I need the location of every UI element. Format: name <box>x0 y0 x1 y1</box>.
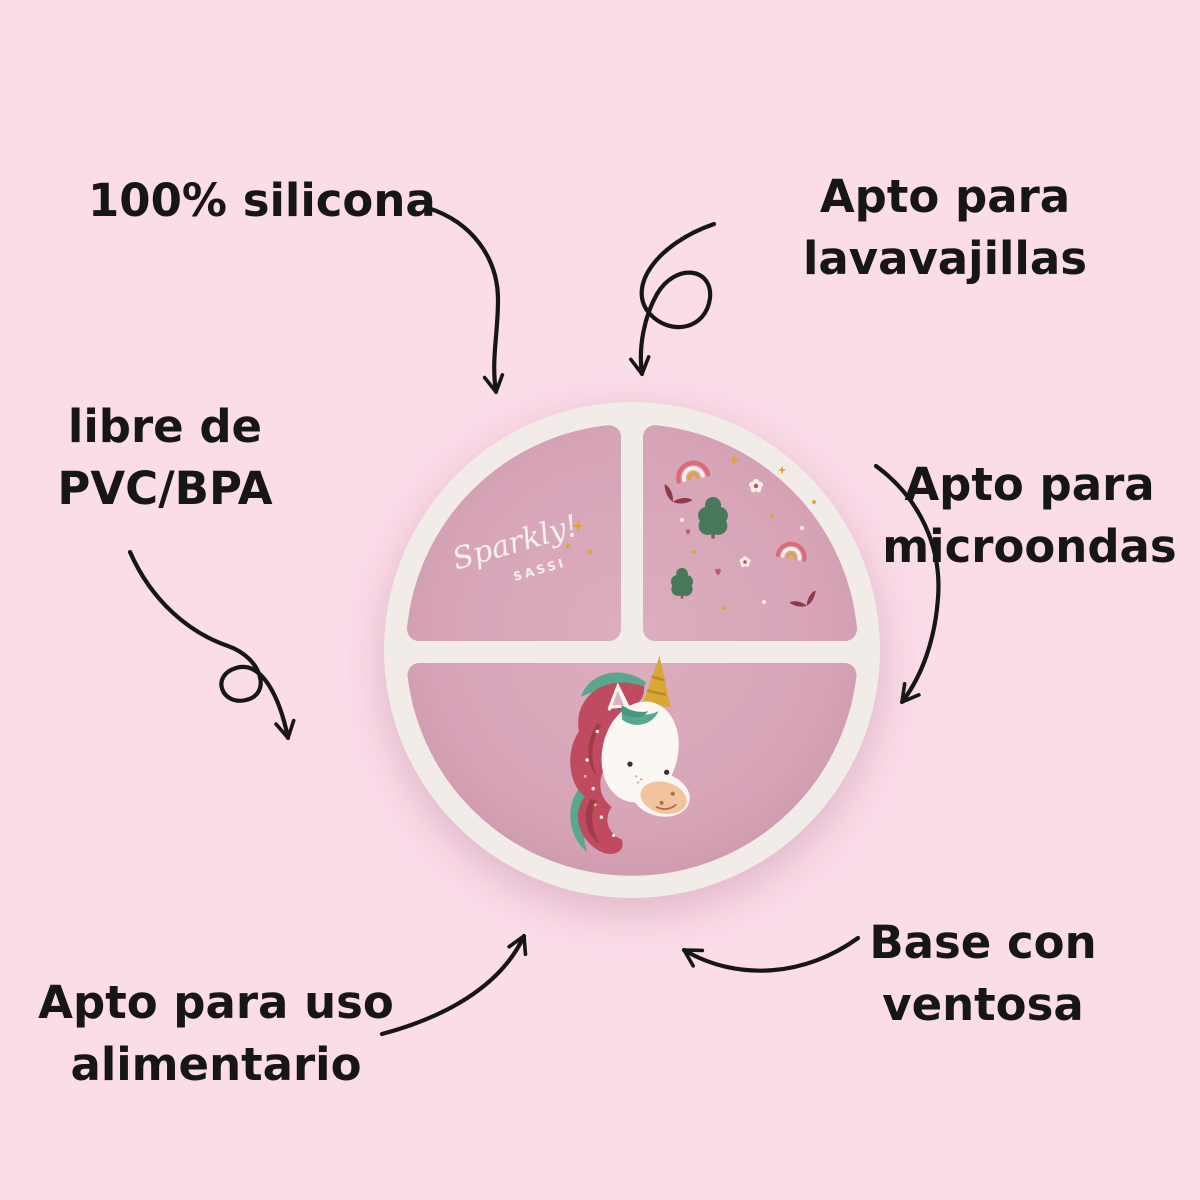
label-microondas: Apto para microondas <box>872 454 1187 578</box>
plate-image: Sparkly! SASSI <box>384 402 880 898</box>
arrow-alimentario <box>379 933 528 1037</box>
label-ventosa-line1: Base con <box>869 916 1097 969</box>
label-pvc-line2: PVC/BPA <box>57 462 273 516</box>
unicorn-muzzle <box>640 781 687 815</box>
unicorn-eyes <box>627 761 670 775</box>
brand-sparkles <box>565 520 595 557</box>
plate-section-top-right <box>643 425 857 641</box>
arrow-pvc <box>127 549 296 741</box>
label-silicona: 100% silicona <box>88 170 468 232</box>
label-microondas-line1: Apto para <box>904 458 1155 511</box>
label-alimentario: Apto para uso alimentario <box>30 972 402 1096</box>
label-ventosa: Base con ventosa <box>848 912 1118 1036</box>
label-lavavajillas-line1: Apto para <box>819 170 1071 223</box>
arrow-lavavajillas <box>629 221 717 377</box>
label-lavavajillas: Apto para lavavajillas <box>795 166 1095 290</box>
label-ventosa-line2: ventosa <box>882 978 1084 1032</box>
unicorn-forelock <box>621 704 659 725</box>
label-pvc-bpa: libre de PVC/BPA <box>40 396 290 520</box>
unicorn-illustration <box>570 656 690 854</box>
plate-sections <box>407 425 857 876</box>
plate-pattern <box>659 454 820 612</box>
unicorn-horn <box>642 656 671 707</box>
arrow-silicona <box>425 205 505 395</box>
label-lavavajillas-line2: lavavajillas <box>802 232 1088 286</box>
label-alimentario-line2: alimentario <box>70 1038 362 1092</box>
unicorn-ear <box>607 682 630 710</box>
arrow-ventosa <box>681 935 861 973</box>
label-microondas-line2: microondas <box>882 520 1177 574</box>
plate-section-top-left <box>407 425 621 641</box>
unicorn-freckles <box>634 775 643 784</box>
label-silicona-line1: 100% silicona <box>88 174 436 227</box>
label-alimentario-line1: Apto para uso <box>38 976 394 1029</box>
unicorn-mane-red-dark1 <box>588 723 602 777</box>
arrow-microondas <box>873 463 941 705</box>
unicorn-mane-red-dark2 <box>585 798 600 844</box>
label-pvc-line1: libre de <box>67 400 263 453</box>
